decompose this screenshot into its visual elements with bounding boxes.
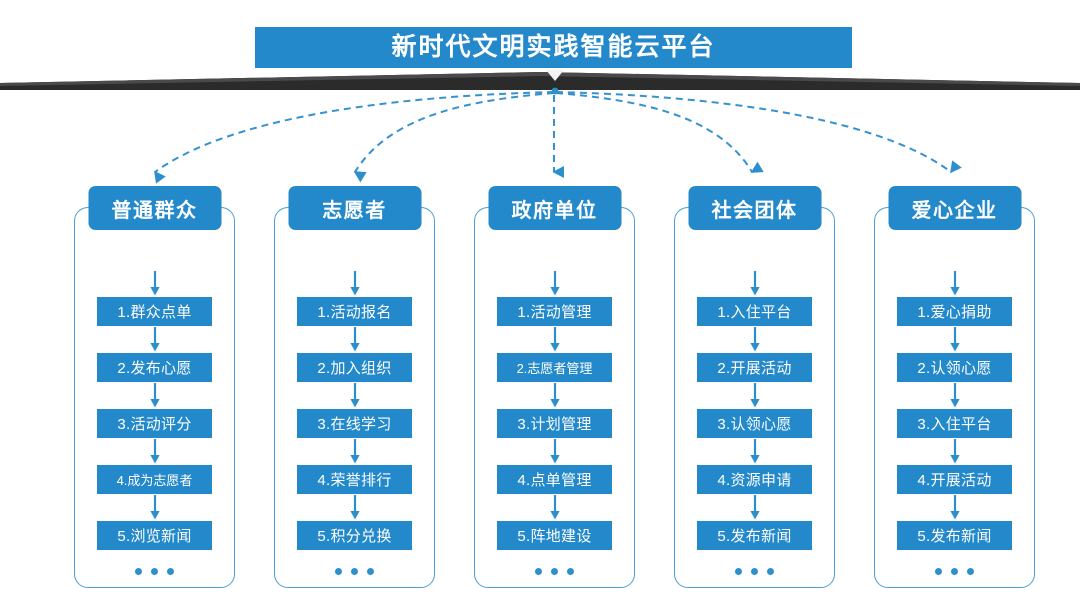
step-arrow-icon <box>949 439 960 464</box>
column-header-general-public[interactable]: 普通群众 <box>88 186 221 230</box>
dot-icon <box>751 568 758 575</box>
step-caring-enterprise-3[interactable]: 3.入住平台 <box>897 409 1012 438</box>
column-header-volunteer[interactable]: 志愿者 <box>288 186 421 230</box>
step-volunteer-4[interactable]: 4.荣誉排行 <box>297 465 412 494</box>
more-dots-social-group <box>735 568 774 575</box>
dot-icon <box>567 568 574 575</box>
step-arrow-icon <box>349 271 360 296</box>
step-arrow-icon <box>949 271 960 296</box>
column-header-social-group[interactable]: 社会团体 <box>688 186 821 230</box>
step-general-public-4[interactable]: 4.成为志愿者 <box>97 465 212 494</box>
column-steps-government-unit: 1.活动管理 2.志愿者管理 3.计划管理 4.点单管理 5.阵地建设 <box>475 270 634 575</box>
step-general-public-5[interactable]: 5.浏览新闻 <box>97 521 212 550</box>
step-government-unit-2[interactable]: 2.志愿者管理 <box>497 353 612 382</box>
column-steps-social-group: 1.入住平台 2.开展活动 3.认领心愿 4.资源申请 5.发布新闻 <box>675 270 834 575</box>
step-arrow-icon <box>149 327 160 352</box>
step-government-unit-3[interactable]: 3.计划管理 <box>497 409 612 438</box>
step-social-group-2[interactable]: 2.开展活动 <box>697 353 812 382</box>
step-caring-enterprise-2[interactable]: 2.认领心愿 <box>897 353 1012 382</box>
dot-icon <box>367 568 374 575</box>
connector-to-volunteer <box>353 92 555 183</box>
step-arrow-icon <box>349 495 360 520</box>
step-arrow-icon <box>549 271 560 296</box>
step-social-group-1[interactable]: 1.入住平台 <box>697 297 812 326</box>
dot-icon <box>967 568 974 575</box>
chevron-down-icon <box>546 70 564 81</box>
column-header-government-unit[interactable]: 政府单位 <box>488 186 621 230</box>
dot-icon <box>167 568 174 575</box>
dot-icon <box>335 568 342 575</box>
step-general-public-1[interactable]: 1.群众点单 <box>97 297 212 326</box>
step-volunteer-3[interactable]: 3.在线学习 <box>297 409 412 438</box>
dot-icon <box>135 568 142 575</box>
step-arrow-icon <box>949 327 960 352</box>
more-dots-caring-enterprise <box>935 568 974 575</box>
step-volunteer-1[interactable]: 1.活动报名 <box>297 297 412 326</box>
step-caring-enterprise-4[interactable]: 4.开展活动 <box>897 465 1012 494</box>
step-volunteer-2[interactable]: 2.加入组织 <box>297 353 412 382</box>
step-government-unit-5[interactable]: 5.阵地建设 <box>497 521 612 550</box>
column-steps-caring-enterprise: 1.爱心捐助 2.认领心愿 3.入住平台 4.开展活动 5.发布新闻 <box>875 270 1034 575</box>
column-caring-enterprise: 爱心企业 1.爱心捐助 2.认领心愿 3.入住平台 4.开展活动 5.发布新闻 <box>874 186 1035 588</box>
step-arrow-icon <box>949 383 960 408</box>
dot-icon <box>151 568 158 575</box>
banner-bar: 新时代文明实践智能云平台 <box>255 27 852 68</box>
connector-to-caring-enterprise <box>555 91 962 174</box>
step-arrow-icon <box>349 439 360 464</box>
step-arrow-icon <box>749 383 760 408</box>
step-arrow-icon <box>949 495 960 520</box>
step-arrow-icon <box>749 327 760 352</box>
step-arrow-icon <box>149 271 160 296</box>
step-caring-enterprise-5[interactable]: 5.发布新闻 <box>897 521 1012 550</box>
step-caring-enterprise-1[interactable]: 1.爱心捐助 <box>897 297 1012 326</box>
page-title: 新时代文明实践智能云平台 <box>391 33 716 61</box>
column-government-unit: 政府单位 1.活动管理 2.志愿者管理 3.计划管理 4.点单管理 5.阵地建设 <box>474 186 635 588</box>
dot-icon <box>767 568 774 575</box>
platform-banner: 新时代文明实践智能云平台 <box>0 0 1080 100</box>
step-social-group-5[interactable]: 5.发布新闻 <box>697 521 812 550</box>
step-arrow-icon <box>749 271 760 296</box>
step-arrow-icon <box>149 439 160 464</box>
step-arrow-icon <box>549 383 560 408</box>
column-social-group: 社会团体 1.入住平台 2.开展活动 3.认领心愿 4.资源申请 5.发布新闻 <box>674 186 835 588</box>
step-arrow-icon <box>349 327 360 352</box>
banner-ribbon-shadow <box>0 72 1080 90</box>
step-government-unit-1[interactable]: 1.活动管理 <box>497 297 612 326</box>
column-general-public: 普通群众 1.群众点单 2.发布心愿 3.活动评分 4.成为志愿者 5.浏览新闻 <box>74 186 235 588</box>
dot-icon <box>951 568 958 575</box>
more-dots-government-unit <box>535 568 574 575</box>
step-arrow-icon <box>349 383 360 408</box>
dot-icon <box>535 568 542 575</box>
dot-icon <box>351 568 358 575</box>
more-dots-volunteer <box>335 568 374 575</box>
step-government-unit-4[interactable]: 4.点单管理 <box>497 465 612 494</box>
step-arrow-icon <box>149 495 160 520</box>
step-social-group-3[interactable]: 3.认领心愿 <box>697 409 812 438</box>
column-steps-volunteer: 1.活动报名 2.加入组织 3.在线学习 4.荣誉排行 5.积分兑换 <box>275 270 434 575</box>
connector-to-social-group <box>555 92 764 173</box>
step-arrow-icon <box>549 495 560 520</box>
step-general-public-3[interactable]: 3.活动评分 <box>97 409 212 438</box>
step-volunteer-5[interactable]: 5.积分兑换 <box>297 521 412 550</box>
step-social-group-4[interactable]: 4.资源申请 <box>697 465 812 494</box>
column-volunteer: 志愿者 1.活动报名 2.加入组织 3.在线学习 4.荣誉排行 5.积分兑换 <box>274 186 435 588</box>
column-steps-general-public: 1.群众点单 2.发布心愿 3.活动评分 4.成为志愿者 5.浏览新闻 <box>75 270 234 575</box>
connector-to-general-public <box>154 91 555 184</box>
more-dots-general-public <box>135 568 174 575</box>
step-arrow-icon <box>149 383 160 408</box>
step-arrow-icon <box>749 495 760 520</box>
dot-icon <box>551 568 558 575</box>
dot-icon <box>935 568 942 575</box>
step-arrow-icon <box>749 439 760 464</box>
step-arrow-icon <box>549 439 560 464</box>
step-general-public-2[interactable]: 2.发布心愿 <box>97 353 212 382</box>
column-header-caring-enterprise[interactable]: 爱心企业 <box>888 186 1021 230</box>
step-arrow-icon <box>549 327 560 352</box>
dot-icon <box>735 568 742 575</box>
